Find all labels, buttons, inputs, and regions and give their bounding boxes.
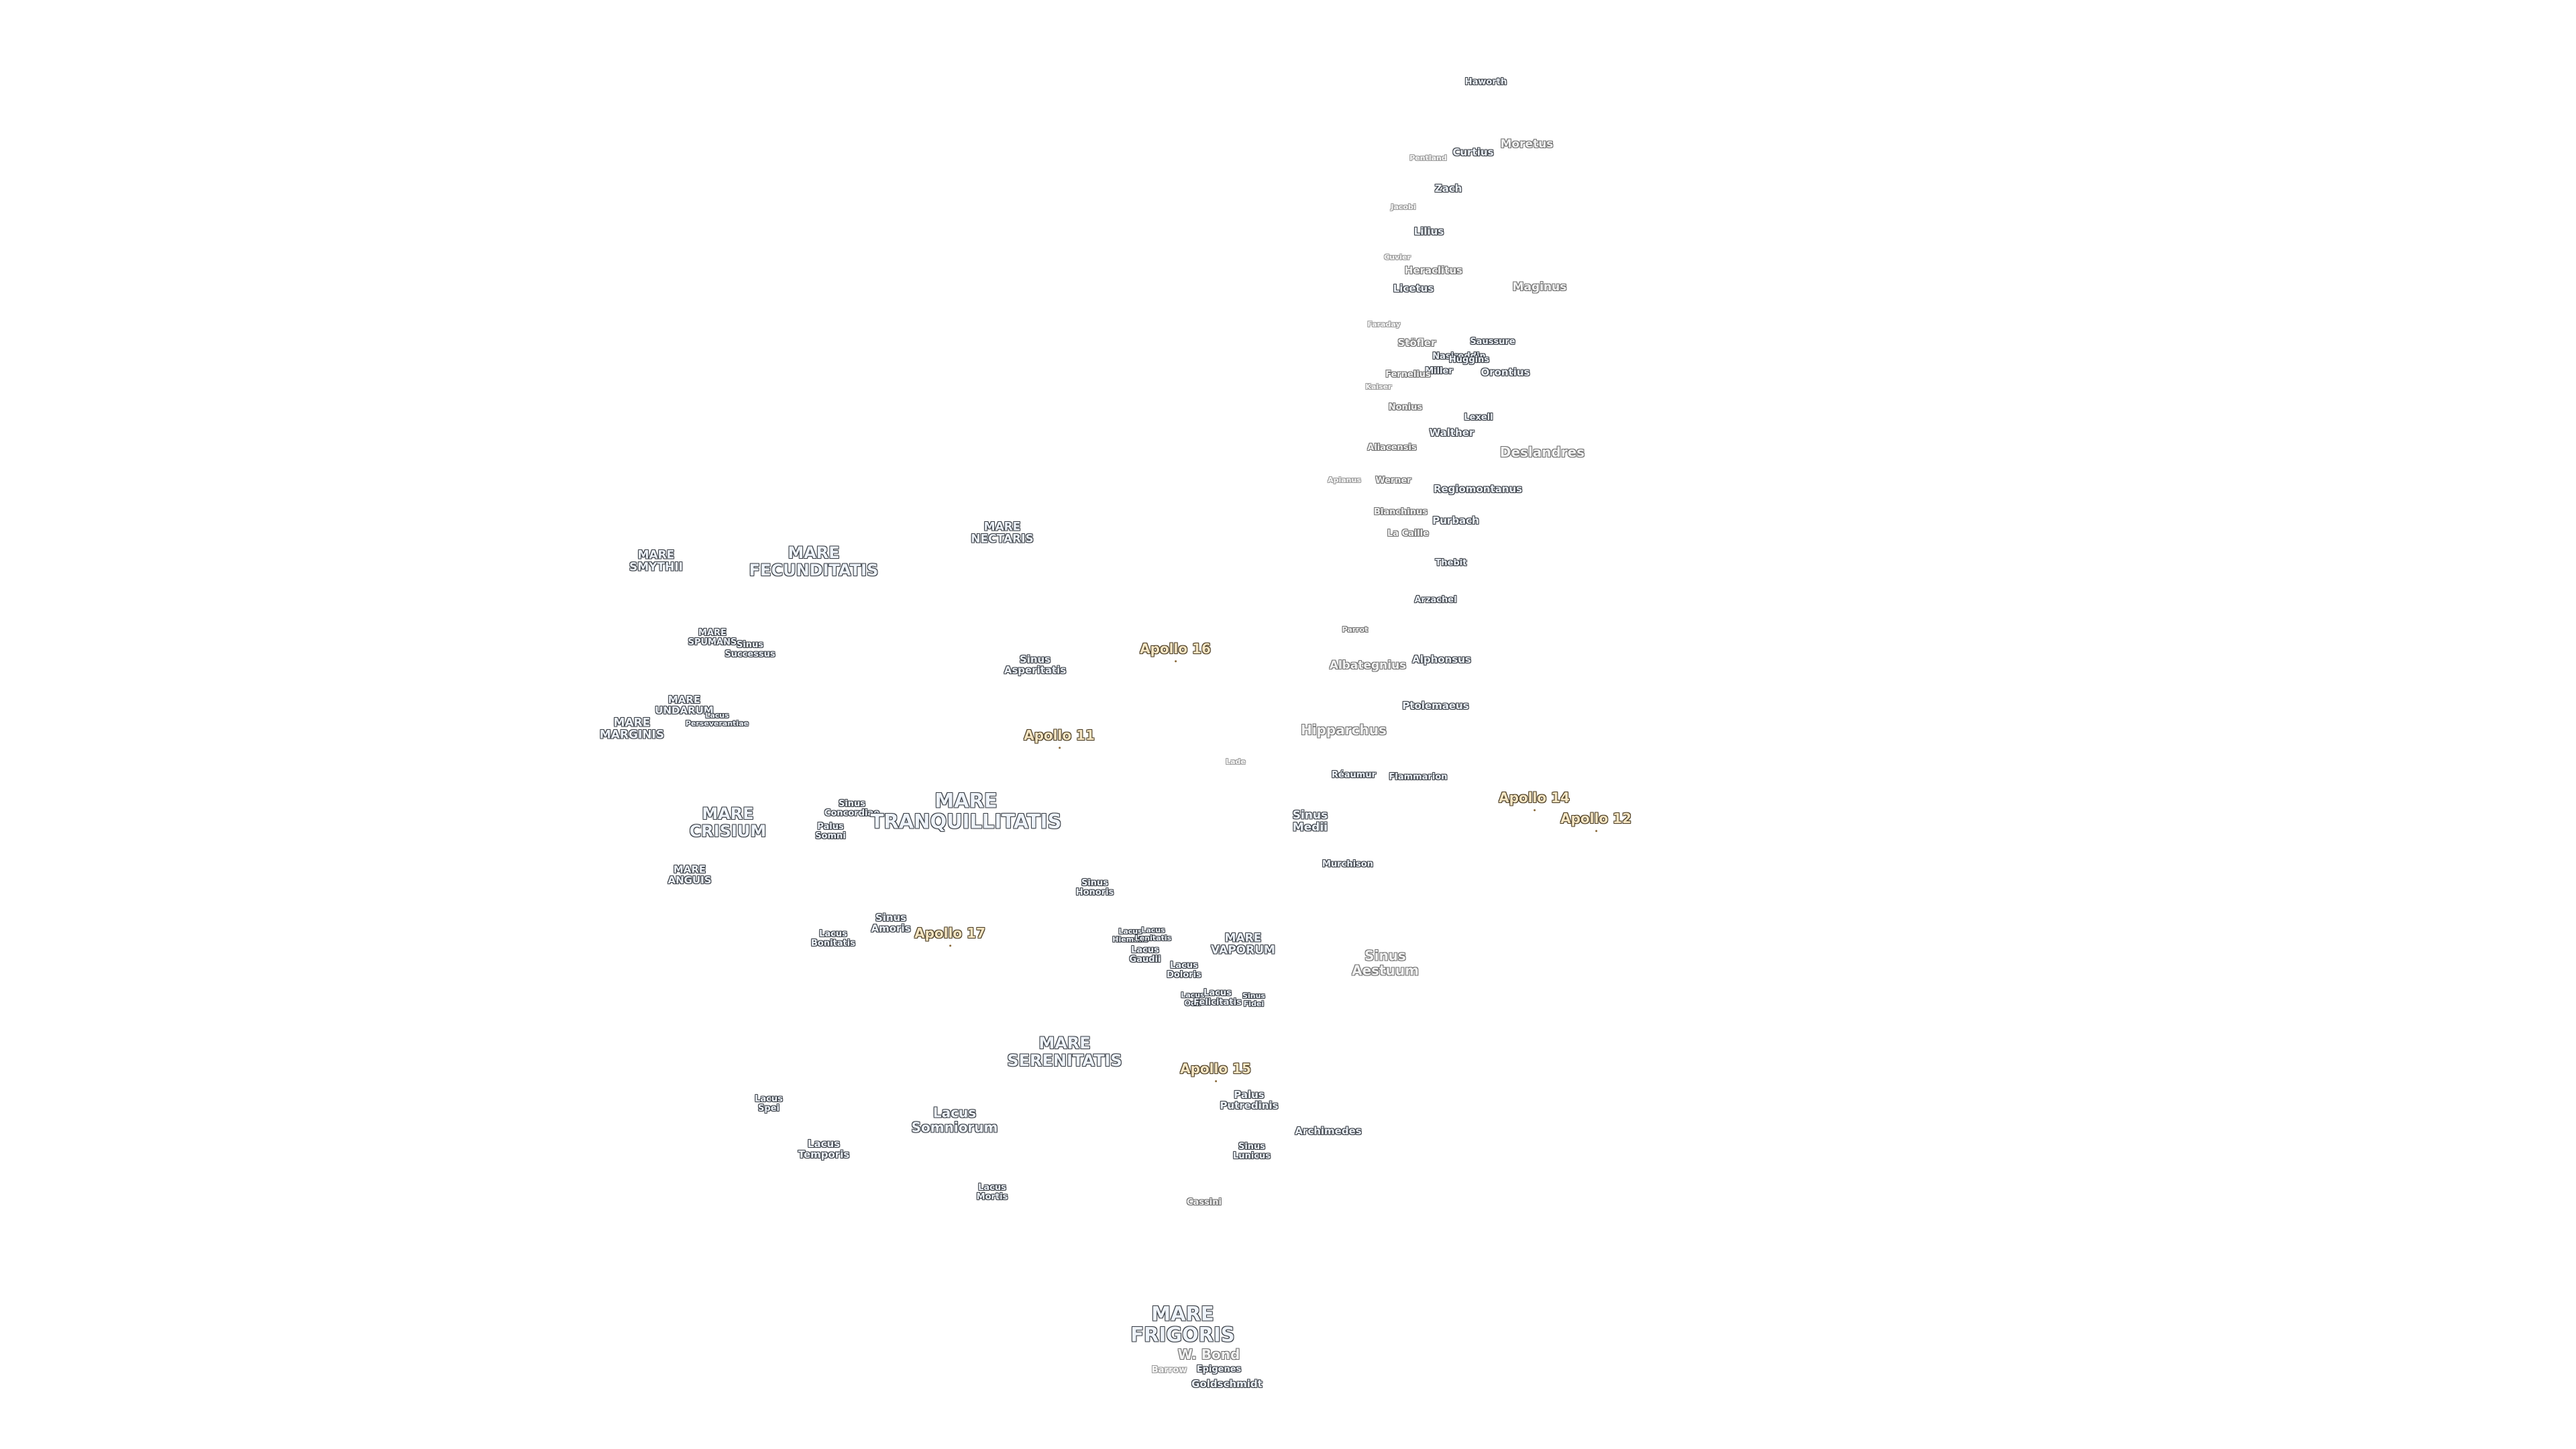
feature-label-sinus-honoris: Sinus Honoris xyxy=(1075,877,1114,898)
feature-label-lacus-doloris: Lacus Doloris xyxy=(1167,960,1201,980)
feature-label-sinus-amoris: Sinus Amoris xyxy=(871,911,911,934)
feature-label-albategnius: Albategnius xyxy=(1329,658,1407,672)
feature-label-flammarion: Flammarion xyxy=(1389,771,1448,782)
feature-label-parrot: Parrot xyxy=(1342,625,1368,635)
feature-label-lacus-perseverantiae: Lacus Perseverantiae xyxy=(685,711,749,728)
feature-label-sinus-aestuum: Sinus Aestuum xyxy=(1352,947,1419,978)
feature-label-thebit: Thebit xyxy=(1435,557,1467,568)
feature-label-mare-crisium: MARE CRISIUM xyxy=(689,804,767,841)
feature-label-nasireddin: Nasireddin xyxy=(1432,351,1486,362)
feature-label-w-bond: W. Bond xyxy=(1177,1346,1240,1363)
feature-label-lade: Lade xyxy=(1226,757,1246,767)
feature-label-mare-spumans: MARE SPUMANS xyxy=(688,627,737,647)
feature-label-lacus-bonitatis: Lacus Bonitatis xyxy=(811,928,855,949)
feature-label-sinus-medii: Sinus Medii xyxy=(1292,808,1328,835)
feature-label-fernelius: Fernelius xyxy=(1385,369,1431,380)
feature-label-sinus-concordiae: Sinus Concordiae xyxy=(824,798,880,818)
feature-label-kaiser: Kaiser xyxy=(1365,382,1392,392)
feature-label-pentland: Pentland xyxy=(1409,154,1447,163)
feature-label-palus-putredinis: Palus Putredinis xyxy=(1220,1088,1279,1112)
feature-label-orontius: Orontius xyxy=(1481,366,1530,378)
feature-label-saussure: Saussure xyxy=(1470,336,1515,347)
feature-label-lacus-gaudii: Lacus Gaudii xyxy=(1129,945,1161,965)
feature-label-sinus-lunicus: Sinus Lunicus xyxy=(1233,1141,1271,1161)
feature-label-murchison: Murchison xyxy=(1322,859,1373,869)
feature-label-palus-somni: Palus Somni xyxy=(815,821,846,841)
feature-label-licetus: Licetus xyxy=(1393,282,1434,294)
feature-label-maginus: Maginus xyxy=(1512,280,1567,294)
feature-label-purbach: Purbach xyxy=(1432,514,1479,527)
feature-label-lacus-somniorum: Lacus Somniorum xyxy=(911,1104,998,1135)
feature-label-lacus-mortis: Lacus Mortis xyxy=(976,1182,1008,1202)
feature-label-lacus-temporis: Lacus Temporis xyxy=(798,1137,850,1161)
feature-label-faraday: Faraday xyxy=(1367,320,1401,329)
feature-label-r-aumur: Réaumur xyxy=(1331,769,1377,780)
feature-label-lacus-spei: Lacus Spei xyxy=(755,1093,783,1114)
feature-label-mare-tranquillitatis: MARE TRANQUILLITATIS xyxy=(870,789,1062,833)
feature-label-mare-serenitatis: MARE SERENITATIS xyxy=(1007,1034,1122,1070)
landing-site-label-apollo-12: Apollo 12 xyxy=(1560,810,1631,832)
feature-label-lacus-lenitatis: Lacus Lenitatis xyxy=(1134,926,1172,943)
feature-label-deslandres: Deslandres xyxy=(1499,444,1585,461)
feature-label-zach: Zach xyxy=(1434,182,1462,195)
feature-label-la-caille: La Caille xyxy=(1387,528,1430,539)
feature-label-miller: Miller xyxy=(1425,366,1453,376)
feature-label-curtius: Curtius xyxy=(1452,146,1494,158)
feature-label-mare-anguis: MARE ANGUIS xyxy=(667,863,712,886)
feature-label-arzachel: Arzachel xyxy=(1414,594,1457,605)
feature-label-cuvier: Cuvier xyxy=(1384,253,1411,262)
feature-label-goldschmidt: Goldschmidt xyxy=(1191,1377,1263,1390)
feature-label-aliacensis: Aliacensis xyxy=(1367,442,1417,453)
feature-label-sinus-successus: Sinus Successus xyxy=(724,639,775,659)
feature-label-moretus: Moretus xyxy=(1500,137,1554,151)
feature-label-mare-vaporum: MARE VAPORUM xyxy=(1211,931,1275,957)
feature-label-huggins: Huggins xyxy=(1448,354,1490,365)
feature-label-regiomontanus: Regiomontanus xyxy=(1433,482,1523,495)
landing-site-label-apollo-14: Apollo 14 xyxy=(1499,790,1570,811)
feature-label-epigenes: Epigenes xyxy=(1196,1364,1242,1375)
landing-site-label-apollo-17: Apollo 17 xyxy=(914,925,985,947)
feature-label-blanchinus: Blanchinus xyxy=(1373,506,1428,517)
feature-label-barrow: Barrow xyxy=(1151,1364,1187,1375)
feature-label-hipparchus: Hipparchus xyxy=(1301,722,1387,739)
feature-label-walther: Walther xyxy=(1429,426,1474,439)
feature-label-mare-smythii: MARE SMYTHII xyxy=(629,548,683,574)
feature-label-mare-undarum: MARE UNDARUM xyxy=(655,693,714,716)
feature-label-werner: Werner xyxy=(1375,475,1411,486)
feature-label-alphonsus: Alphonsus xyxy=(1412,653,1471,665)
feature-label-mare-frigoris: MARE FRIGORIS xyxy=(1130,1302,1235,1346)
feature-label-lacus-hiemalis: Lacus Hiemalis xyxy=(1112,927,1148,944)
feature-label-sinus-asperitatis: Sinus Asperitatis xyxy=(1004,653,1067,676)
feature-label-jacobi: Jacobi xyxy=(1391,203,1416,212)
feature-label-heraclitus: Heraclitus xyxy=(1404,264,1463,276)
feature-label-lacus-felicitatis: Lacus Felicitatis xyxy=(1193,987,1242,1008)
feature-label-ptolemaeus: Ptolemaeus xyxy=(1402,699,1469,712)
feature-label-mare-fecunditatis: MARE FECUNDITATIS xyxy=(749,543,879,580)
landing-site-label-apollo-15: Apollo 15 xyxy=(1180,1061,1251,1082)
feature-label-mare-nectaris: MARE NECTARIS xyxy=(971,520,1034,546)
feature-label-sinus-fidei: Sinus Fidei xyxy=(1242,991,1265,1008)
feature-label-mare-marginis: MARE MARGINIS xyxy=(599,716,665,742)
feature-label-lacus-odii: Lacus Odii xyxy=(1181,991,1205,1008)
feature-label-cassini: Cassini xyxy=(1187,1197,1222,1208)
feature-label-apianus: Apianus xyxy=(1328,476,1361,485)
feature-label-lexell: Lexell xyxy=(1464,412,1493,423)
feature-label-lilius: Lilius xyxy=(1413,225,1444,237)
feature-label-st-fler: Stöfler xyxy=(1397,336,1436,349)
feature-label-archimedes: Archimedes xyxy=(1295,1124,1362,1137)
landing-site-label-apollo-16: Apollo 16 xyxy=(1140,641,1211,662)
feature-label-nonius: Nonius xyxy=(1388,402,1423,413)
feature-label-haworth: Haworth xyxy=(1464,76,1507,87)
landing-site-label-apollo-11: Apollo 11 xyxy=(1024,727,1095,749)
